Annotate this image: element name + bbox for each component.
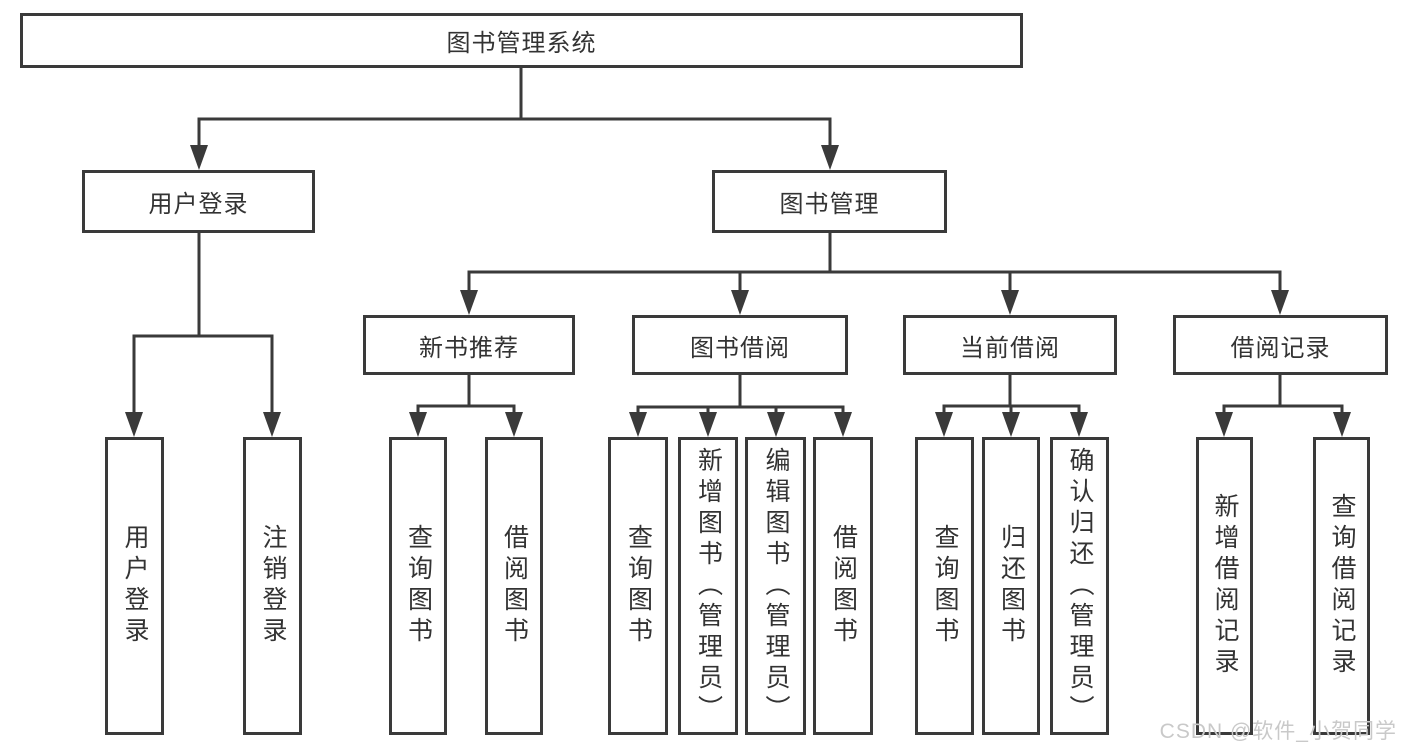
leaf-confirm-return-admin-label: 确认归还（管理员） (1066, 446, 1094, 726)
node-borrow-records-label: 借阅记录 (1230, 334, 1331, 362)
node-root: 图书管理系统 (20, 13, 1023, 68)
leaf-borrow-books-label: 借阅图书 (829, 524, 858, 648)
leaf-confirm-return-admin: 确认归还（管理员） (1050, 437, 1109, 735)
leaf-add-borrow-record: 新增借阅记录 (1196, 437, 1253, 735)
node-new-book-recommend: 新书推荐 (363, 315, 575, 375)
node-current-borrow: 当前借阅 (903, 315, 1117, 375)
node-book-management: 图书管理 (712, 170, 947, 233)
leaf-borrow-books: 借阅图书 (813, 437, 873, 735)
leaf-query-borrow-record-label: 查询借阅记录 (1328, 493, 1356, 679)
watermark: CSDN @软件_小贺同学 (1159, 720, 1397, 743)
leaf-current-query-books: 查询图书 (915, 437, 974, 735)
node-book-borrow-label: 图书借阅 (690, 334, 790, 362)
leaf-current-query-books-label: 查询图书 (931, 524, 959, 648)
node-user-login: 用户登录 (82, 170, 315, 233)
leaf-return-books-label: 归还图书 (997, 524, 1026, 648)
leaf-add-borrow-record-label: 新增借阅记录 (1211, 493, 1239, 679)
arrowheads (125, 145, 1351, 437)
leaf-logout: 注销登录 (243, 437, 302, 735)
leaf-recommend-query-books-label: 查询图书 (404, 524, 433, 648)
node-book-management-label: 图书管理 (779, 191, 880, 218)
leaf-return-books: 归还图书 (982, 437, 1040, 735)
node-new-book-recommend-label: 新书推荐 (419, 334, 519, 362)
leaf-edit-books-admin: 编辑图书（管理员） (745, 437, 806, 735)
leaf-add-books-admin-label: 新增图书（管理员） (694, 446, 723, 726)
leaf-borrow-query-books-label: 查询图书 (624, 524, 653, 648)
leaf-user-login-label: 用户登录 (121, 524, 149, 648)
leaf-borrow-query-books: 查询图书 (608, 437, 668, 735)
leaf-recommend-borrow-books: 借阅图书 (485, 437, 543, 735)
node-borrow-records: 借阅记录 (1173, 315, 1388, 375)
leaf-edit-books-admin-label: 编辑图书（管理员） (762, 446, 790, 726)
leaf-add-books-admin: 新增图书（管理员） (678, 437, 738, 735)
leaf-query-borrow-record: 查询借阅记录 (1313, 437, 1370, 735)
node-book-borrow: 图书借阅 (632, 315, 848, 375)
leaf-user-login: 用户登录 (105, 437, 164, 735)
leaf-recommend-query-books: 查询图书 (389, 437, 447, 735)
node-root-label: 图书管理系统 (446, 30, 597, 57)
node-current-borrow-label: 当前借阅 (960, 334, 1060, 362)
leaf-recommend-borrow-books-label: 借阅图书 (500, 524, 529, 648)
leaf-logout-label: 注销登录 (259, 524, 287, 648)
node-user-login-label: 用户登录 (148, 191, 249, 218)
